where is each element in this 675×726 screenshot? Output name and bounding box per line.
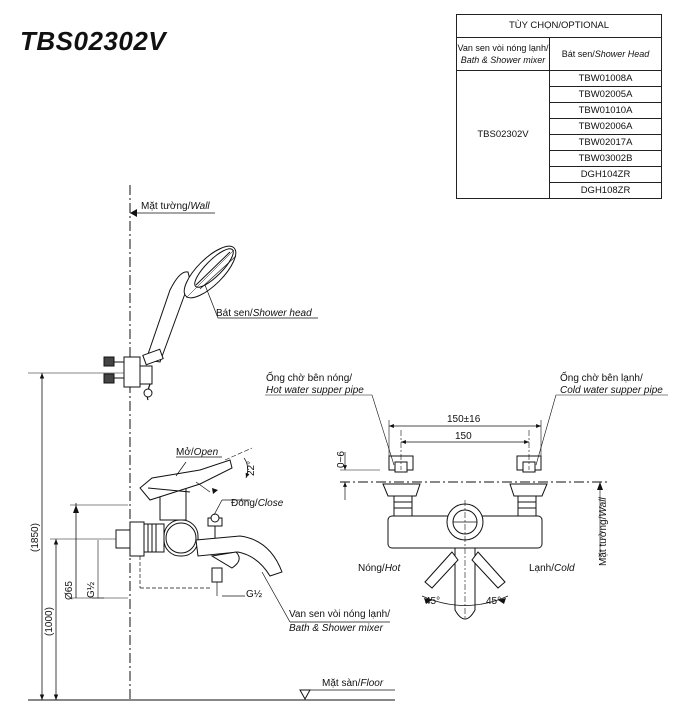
dim-150-tol-text: 150±16 <box>447 414 481 425</box>
close-label-en: Close <box>258 498 284 509</box>
angle-22-label: 22° <box>246 461 257 476</box>
cold-label: Lạnh/Cold <box>529 563 575 574</box>
wall-label: Mặt tường/Wall <box>141 201 210 212</box>
open-label: Mở/Open <box>176 446 219 458</box>
shower-head-label-en: Shower head <box>253 308 312 319</box>
front-spout <box>454 547 476 620</box>
cold-handle <box>471 551 506 589</box>
cold-pipe-label: Ống chờ bên lạnh/ <box>560 370 643 384</box>
options-table: TÙY CHỌN/OPTIONAL Van sen vòi nóng lạnh/… <box>456 14 662 199</box>
mixer-label: Van sen vòi nóng lạnh/ <box>289 609 390 620</box>
thread-1-text: G½ <box>86 581 97 598</box>
open-label-en: Open <box>194 447 219 458</box>
angle-right-text: 45° <box>486 596 501 607</box>
hot-pipe-label-en: Hot water supper pipe <box>266 385 364 396</box>
model-title: TBS02302V <box>20 26 167 56</box>
mixer-lever <box>139 459 233 501</box>
hot-handle <box>424 551 459 589</box>
mixer-spout <box>195 535 283 577</box>
hot-label-en: Hot <box>385 563 402 574</box>
shower-head-label: Bát sen/Shower head <box>216 308 312 319</box>
dim-150-text: 150 <box>455 431 472 442</box>
front-wall-label-en: Wall <box>598 497 609 517</box>
mixer-column-label-en: Bath & Shower mixer <box>460 55 546 65</box>
options-table-header: TÙY CHỌN/OPTIONAL <box>456 14 662 38</box>
mixer-label-en: Bath & Shower mixer <box>289 623 384 634</box>
hot-escutcheon <box>382 483 421 497</box>
side-view <box>28 185 395 701</box>
close-label: Đóng/Close <box>231 498 284 509</box>
shower-head-column-label: Bát sen/ <box>561 49 595 59</box>
shower-holder <box>123 356 141 388</box>
mixer-column-header: Van sen vòi nóng lạnh/ Bath & Shower mix… <box>456 37 550 71</box>
dim-0-6-text: 0~6 <box>336 451 347 468</box>
floor-label-en: Floor <box>360 678 383 689</box>
floor-marker <box>299 689 311 701</box>
thread-2-text: G½ <box>246 589 263 600</box>
mixer-column-label: Van sen vòi nóng lạnh/ <box>457 43 549 53</box>
wall-label-en: Wall <box>190 201 210 212</box>
mixer-body <box>143 523 165 553</box>
hot-pipe-label: Ống chờ bên nóng/ <box>266 370 352 384</box>
shower-head-model: DGH108ZR <box>549 182 662 199</box>
wall-escutcheon <box>115 529 131 549</box>
front-wall-label: Mặt tường/Wall <box>598 497 609 566</box>
cold-label-en: Cold <box>554 563 575 574</box>
dim-total-text: (1850) <box>30 523 41 552</box>
shower-head-column-label-en: Shower Head <box>594 49 650 59</box>
floor-label: Mặt sàn/Floor <box>322 678 384 689</box>
diverter-knob <box>210 513 220 523</box>
cold-escutcheon <box>509 483 548 497</box>
cold-pipe-label-en: Cold water supper pipe <box>560 385 663 396</box>
front-view <box>265 394 668 620</box>
angle-left-text: 45° <box>425 596 440 607</box>
dim-height-text: (1000) <box>44 607 55 636</box>
hot-label: Nóng/Hot <box>358 563 401 574</box>
shower-handle <box>145 271 191 363</box>
dim-dia-text: Ø65 <box>64 581 75 600</box>
